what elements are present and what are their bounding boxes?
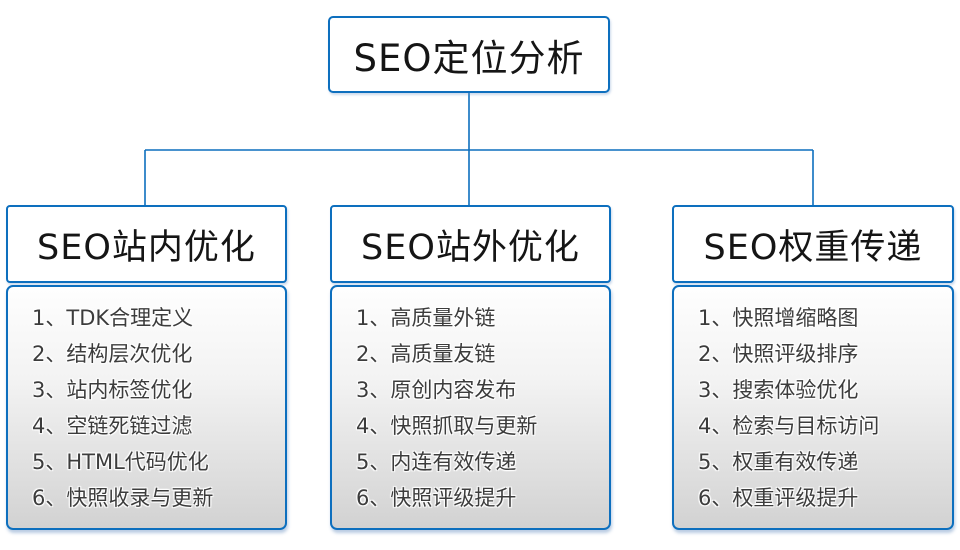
list-item: 6、权重评级提升 — [698, 486, 859, 510]
root-title: SEO定位分析 — [353, 36, 585, 80]
list-item: 3、搜索体验优化 — [698, 378, 859, 402]
branch-offsite-list: 1、高质量外链 2、高质量友链 3、原创内容发布 4、快照抓取与更新 5、内连有… — [330, 285, 611, 530]
list-item: 3、站内标签优化 — [32, 378, 193, 402]
branch-onsite-list: 1、TDK合理定义 2、结构层次优化 3、站内标签优化 4、空链死链过滤 5、H… — [6, 285, 287, 530]
list-item: 6、快照评级提升 — [356, 486, 517, 510]
branch-onsite-header: SEO站内优化 — [6, 205, 287, 283]
list-item: 4、快照抓取与更新 — [356, 414, 538, 438]
branch-onsite: SEO站内优化 1、TDK合理定义 2、结构层次优化 3、站内标签优化 4、空链… — [6, 205, 287, 530]
root-node: SEO定位分析 — [328, 16, 610, 93]
list-item: 4、检索与目标访问 — [698, 414, 880, 438]
branch-offsite: SEO站外优化 1、高质量外链 2、高质量友链 3、原创内容发布 4、快照抓取与… — [330, 205, 611, 530]
branch-weight-title: SEO权重传递 — [703, 227, 923, 268]
list-item: 6、快照收录与更新 — [32, 486, 214, 510]
branch-weight: SEO权重传递 1、快照增缩略图 2、快照评级排序 3、搜索体验优化 4、检索与… — [672, 205, 954, 530]
list-item: 2、高质量友链 — [356, 342, 496, 366]
list-item: 5、权重有效传递 — [698, 450, 859, 474]
list-item: 1、TDK合理定义 — [32, 306, 194, 330]
list-item: 1、高质量外链 — [356, 306, 496, 330]
branch-offsite-header: SEO站外优化 — [330, 205, 611, 283]
branch-offsite-title: SEO站外优化 — [361, 227, 580, 268]
list-item: 4、空链死链过滤 — [32, 414, 193, 438]
list-item: 3、原创内容发布 — [356, 378, 517, 402]
list-item: 5、HTML代码优化 — [32, 450, 209, 474]
branch-weight-list: 1、快照增缩略图 2、快照评级排序 3、搜索体验优化 4、检索与目标访问 5、权… — [672, 285, 954, 530]
list-item: 5、内连有效传递 — [356, 450, 517, 474]
branch-onsite-title: SEO站内优化 — [37, 227, 256, 268]
list-item: 2、结构层次优化 — [32, 342, 193, 366]
list-item: 2、快照评级排序 — [698, 342, 859, 366]
list-item: 1、快照增缩略图 — [698, 306, 859, 330]
branch-weight-header: SEO权重传递 — [672, 205, 954, 283]
